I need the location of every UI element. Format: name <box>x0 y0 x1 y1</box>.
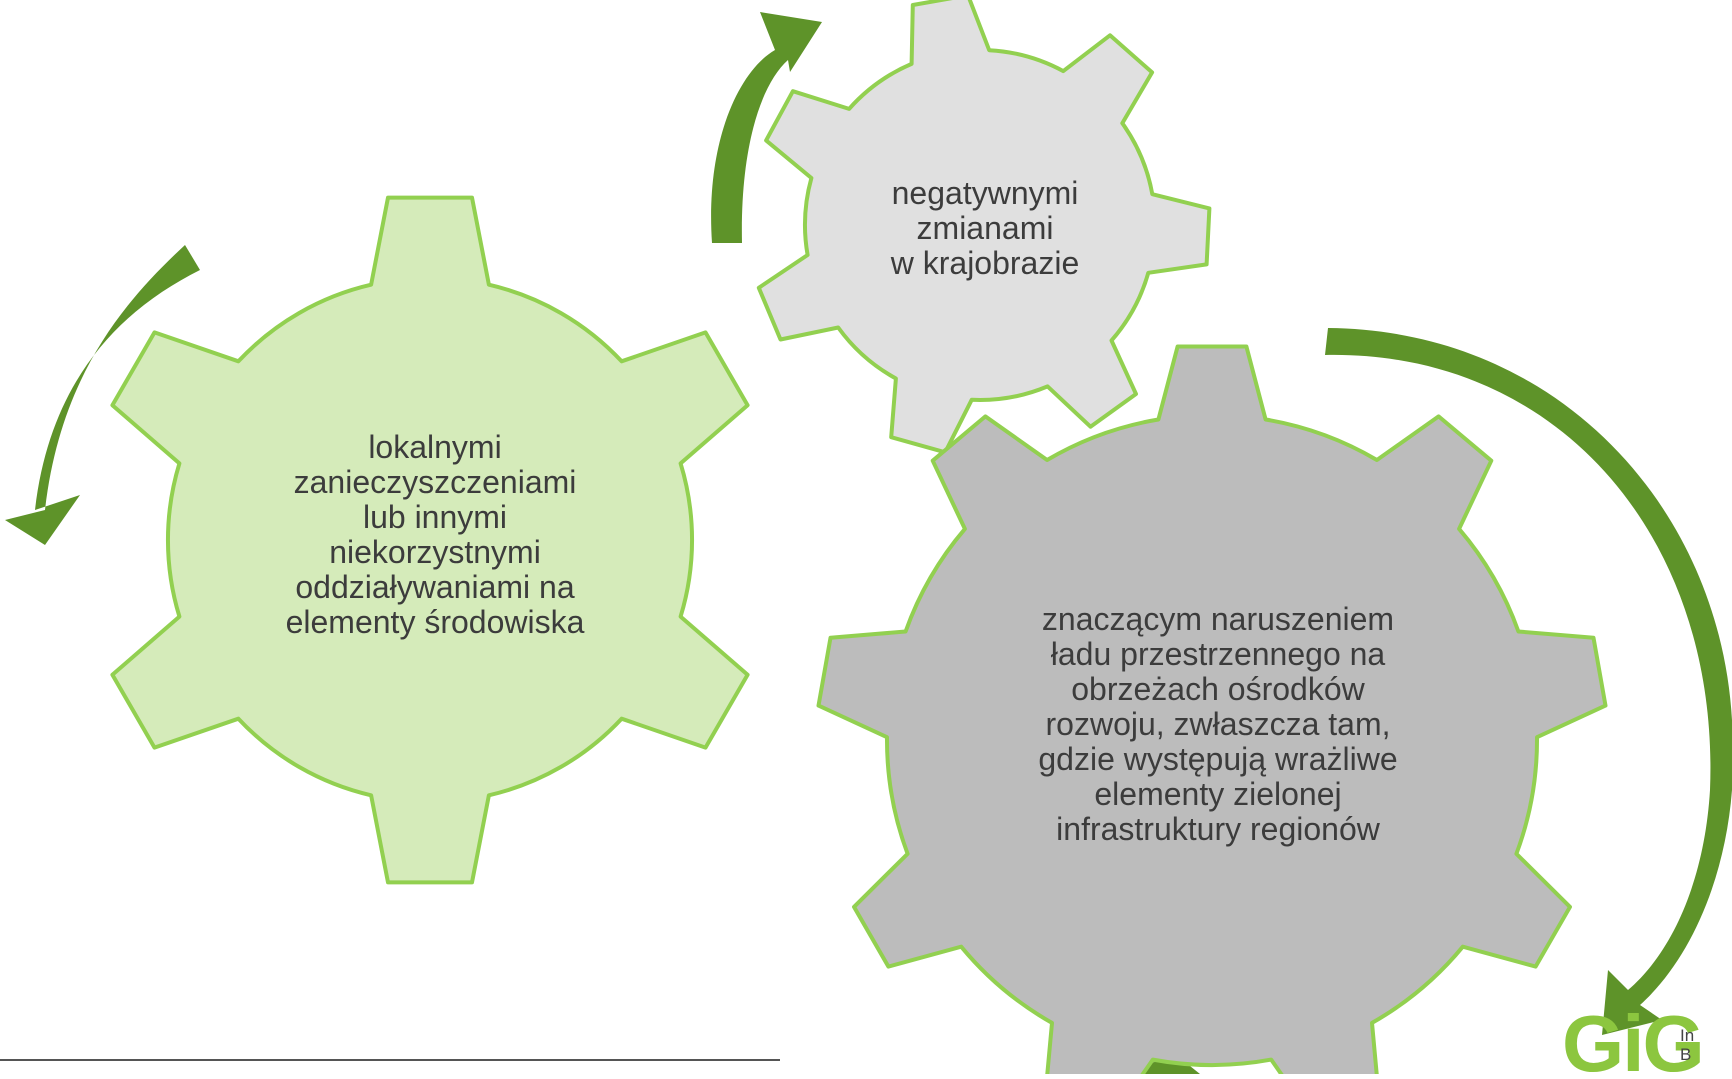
gear-top-label: negatywnymi zmianami w krajobrazie <box>890 175 1080 281</box>
gears-layer <box>110 0 1608 1079</box>
gear-top <box>756 0 1212 455</box>
logo-letters: GiG <box>1562 1008 1705 1074</box>
arrow-top <box>711 12 822 243</box>
arrow-left <box>5 245 200 545</box>
logo-subtitle: In B <box>1680 1026 1695 1064</box>
gig-logo: GiG In B <box>1562 1008 1732 1074</box>
gear-big <box>816 344 1608 1079</box>
gear-left-label: lokalnymi zanieczyszczeniami lub innymi … <box>285 429 585 640</box>
gear-left <box>110 195 750 885</box>
gear-big-label: znaczącym naruszeniem ładu przestrzenneg… <box>1038 601 1398 847</box>
